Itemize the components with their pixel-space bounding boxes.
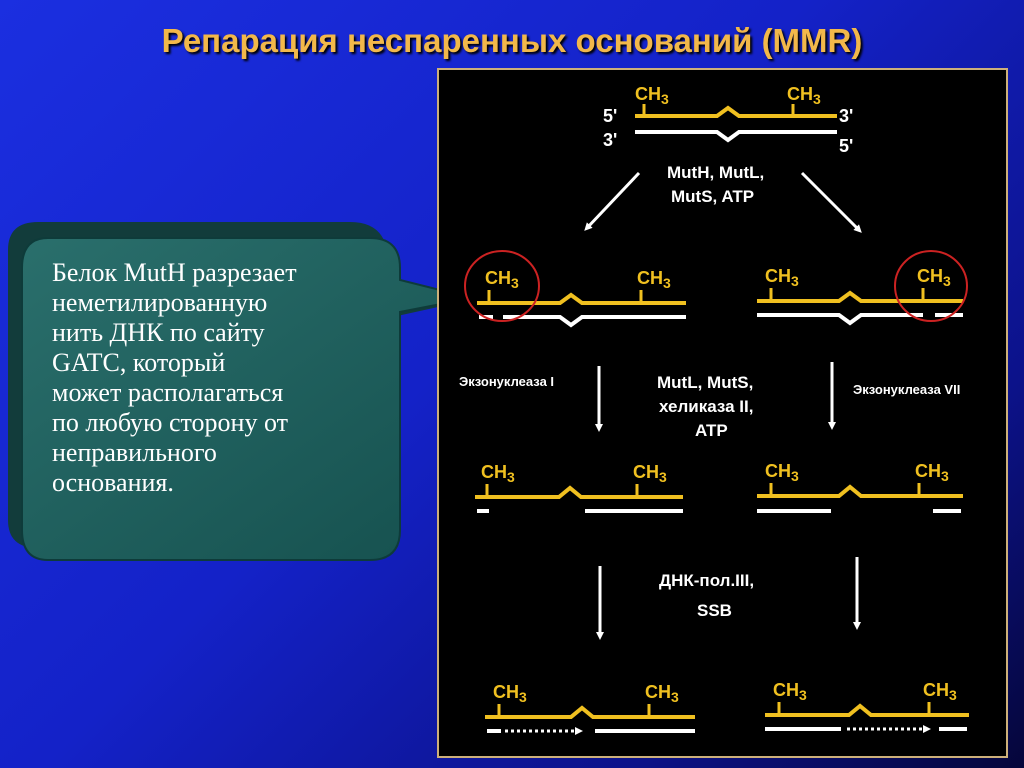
step1-label: MutH, MutL, MutS, ATP	[667, 163, 769, 206]
methyl-label: CH3	[915, 461, 949, 484]
end-label-5: 5'	[603, 106, 617, 126]
highlight-circle	[464, 250, 540, 322]
arrow	[800, 171, 862, 233]
methyl-label: CH3	[787, 84, 821, 107]
dna-initial: CH3 CH3 5' 3' 3' 5'	[603, 84, 853, 156]
callout-line: нить ДНК по сайту	[52, 318, 265, 347]
end-label-3: 3'	[603, 130, 617, 150]
arrow	[584, 171, 641, 231]
callout-line: GATC, который	[52, 348, 226, 377]
methyl-label: CH3	[493, 682, 527, 705]
dna-repaired-left: CH3 CH3	[485, 682, 695, 735]
callout-line: неметилированную	[52, 288, 268, 317]
callout-text: Белок MutH разрезает неметилированную ни…	[52, 258, 392, 498]
step2-label: MutL, MutS, хеликаза II, ATP	[657, 373, 758, 440]
callout-line: Белок MutH разрезает	[52, 258, 297, 287]
methyl-label: CH3	[765, 461, 799, 484]
callout-line: неправильного	[52, 438, 217, 467]
dna-nicked-right: CH3 CH3	[757, 250, 968, 326]
exonuclease-vii-label: Экзонуклеаза VII	[853, 382, 960, 397]
mmr-diagram-panel: CH3 CH3 5' 3' 3' 5' MutH, MutL, MutS, AT…	[437, 68, 1008, 758]
methyl-label: CH3	[645, 682, 679, 705]
callout-line: основания.	[52, 468, 174, 497]
methyl-label: CH3	[485, 268, 519, 291]
dna-excised-right: CH3 CH3	[757, 461, 963, 513]
methyl-label: CH3	[635, 84, 669, 107]
callout-line: может располагаться	[52, 378, 284, 407]
step3-label: ДНК-пол.III, SSB	[659, 571, 759, 620]
methyl-label: CH3	[917, 266, 951, 289]
end-label-5: 5'	[839, 136, 853, 156]
end-label-3: 3'	[839, 106, 853, 126]
callout-line: по любую сторону от	[52, 408, 288, 437]
methyl-label: CH3	[633, 462, 667, 485]
highlight-circle	[894, 250, 968, 322]
methyl-label: CH3	[481, 462, 515, 485]
slide-title: Репарация неспаренных оснований (MMR)	[161, 22, 863, 59]
mmr-diagram: CH3 CH3 5' 3' 3' 5' MutH, MutL, MutS, AT…	[459, 84, 969, 735]
dna-nicked-left: CH3 CH3	[464, 250, 686, 328]
methyl-label: CH3	[637, 268, 671, 291]
exonuclease-i-label: Экзонуклеаза I	[459, 374, 554, 389]
dna-excised-left: CH3 CH3	[475, 462, 683, 513]
methyl-label: CH3	[765, 266, 799, 289]
methyl-label: CH3	[923, 680, 957, 703]
methyl-label: CH3	[773, 680, 807, 703]
dna-repaired-right: CH3 CH3	[765, 680, 969, 733]
